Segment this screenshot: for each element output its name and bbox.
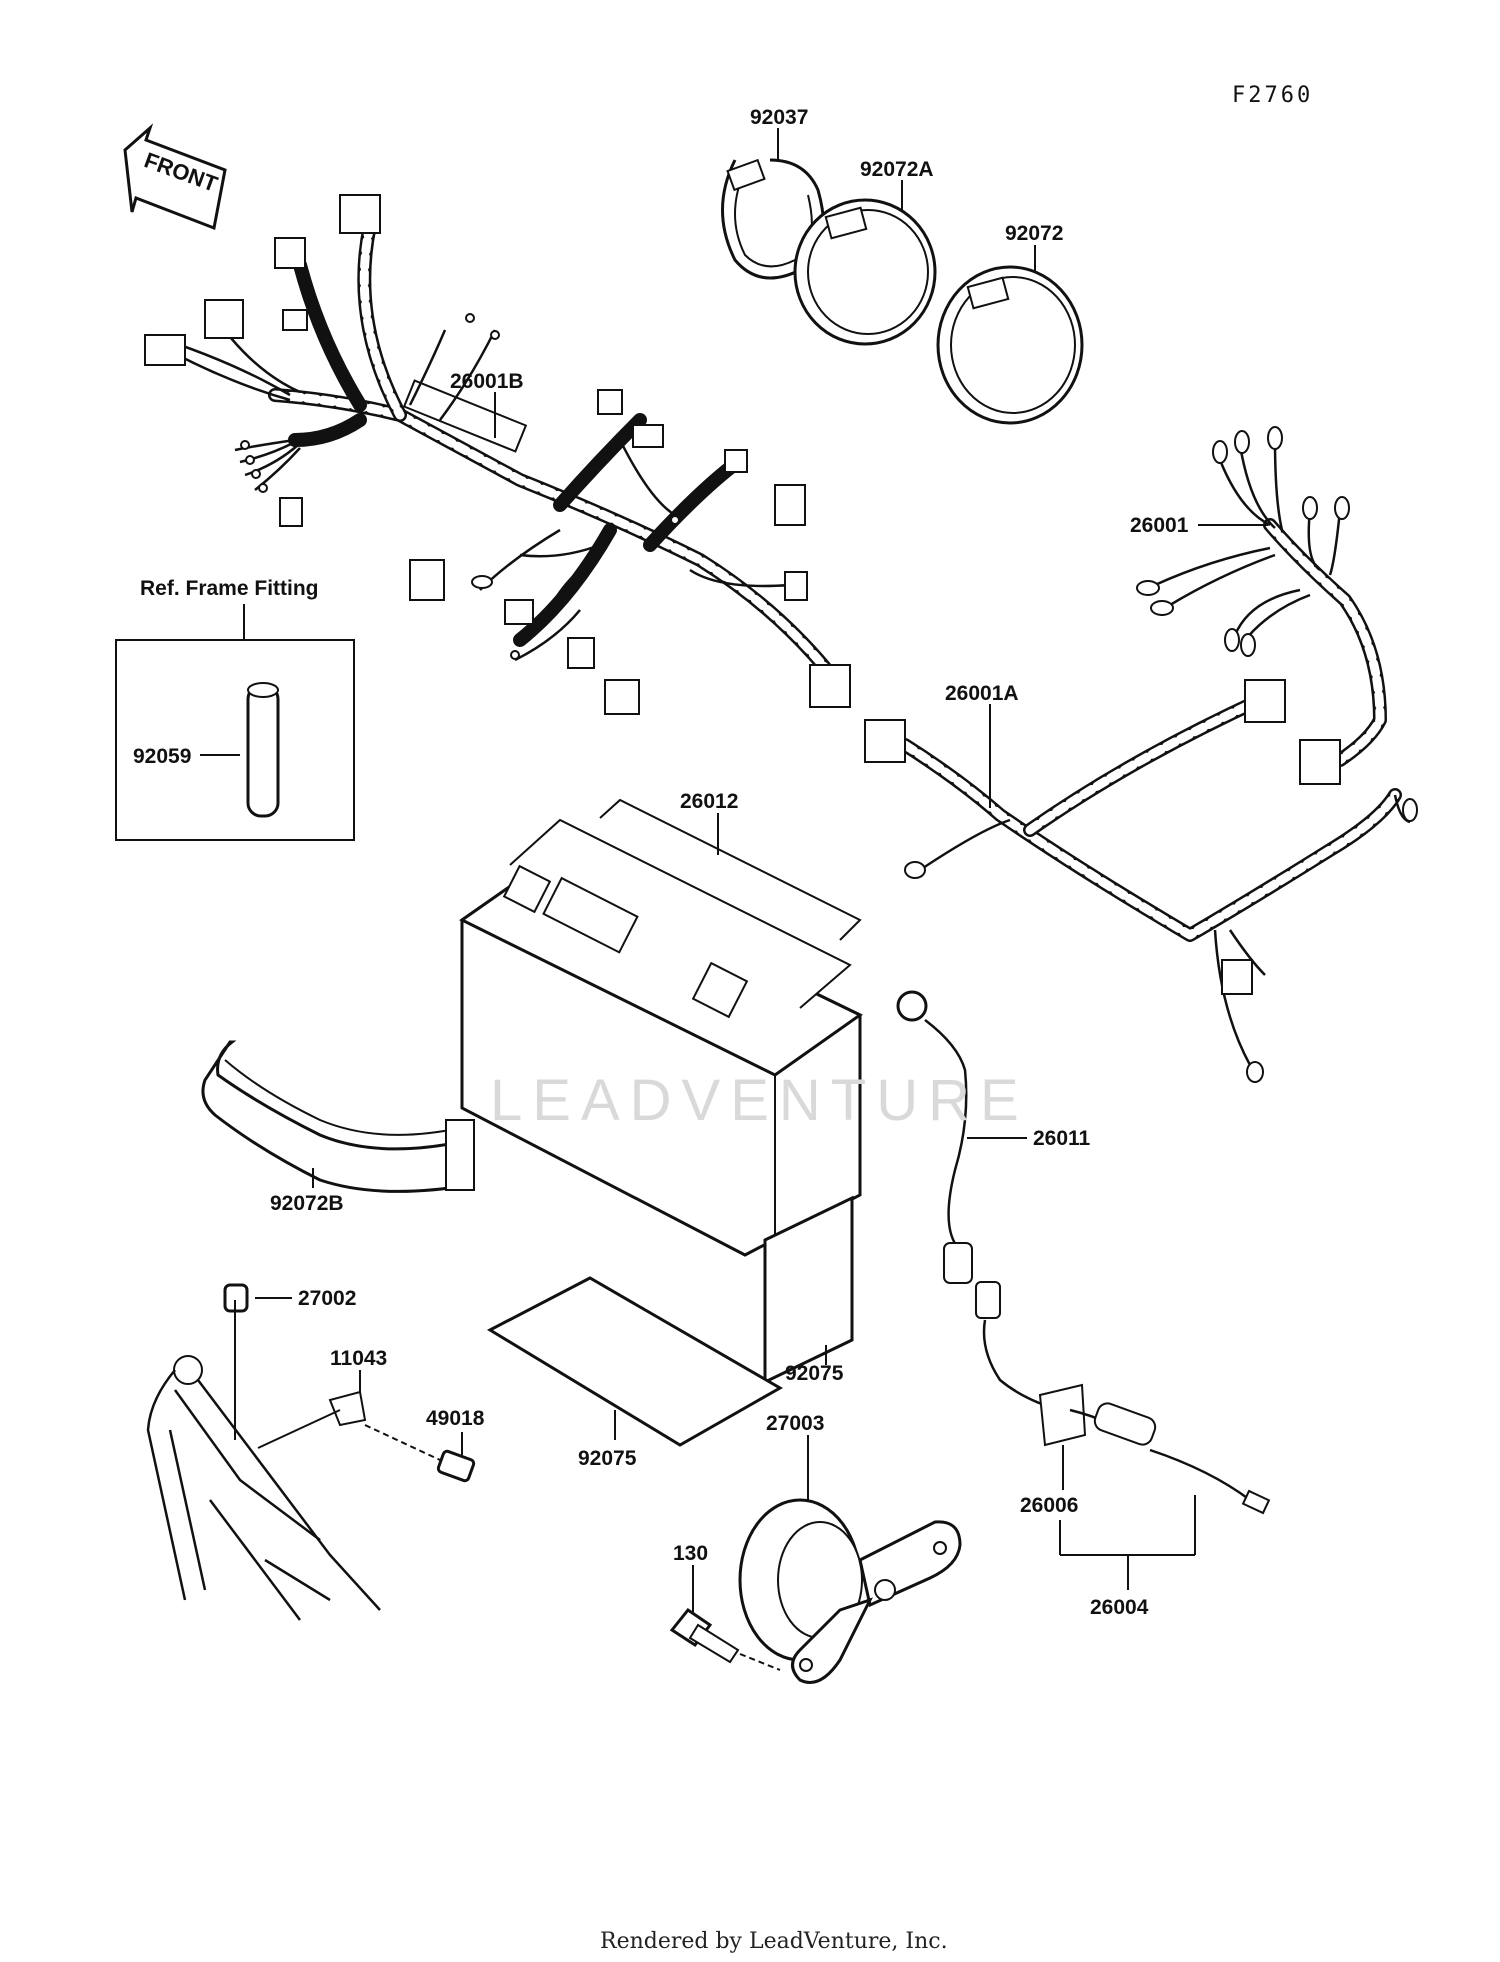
label-130: 130: [673, 1542, 708, 1565]
part-11043[interactable]: [328, 1390, 367, 1427]
label-49018: 49018: [426, 1407, 485, 1430]
front-arrow: FRONT: [123, 123, 227, 231]
frame: [146, 1355, 381, 1621]
label-26001: 26001: [1130, 514, 1189, 537]
label-11043: 11043: [330, 1347, 387, 1370]
watermark: LEADVENTURE: [490, 1068, 1029, 1133]
inset-title: Ref. Frame Fitting: [140, 577, 319, 600]
clamp-92037[interactable]: [721, 158, 826, 280]
label-26001a: 26001A: [945, 682, 1019, 705]
label-92072: 92072: [1005, 222, 1063, 245]
label-26011: 26011: [1033, 1127, 1091, 1150]
footer-credit: Rendered by LeadVenture, Inc.: [600, 1929, 948, 1954]
label-92059: 92059: [133, 745, 191, 768]
horn-27003[interactable]: [738, 1498, 962, 1684]
label-27003: 27003: [766, 1412, 824, 1435]
label-92037: 92037: [750, 106, 808, 129]
label-92072b: 92072B: [270, 1192, 344, 1215]
label-26001b: 26001B: [450, 370, 524, 393]
part-49018[interactable]: [436, 1449, 476, 1483]
label-26012: 26012: [680, 790, 738, 813]
label-26004: 26004: [1090, 1596, 1149, 1619]
harness-26001a[interactable]: [864, 679, 1402, 1083]
inset-ref-frame-fitting: Ref. Frame Fitting: [115, 577, 355, 841]
clamp-92072[interactable]: [936, 265, 1084, 425]
label-26006: 26006: [1020, 1494, 1078, 1517]
label-92072a: 92072A: [860, 158, 934, 181]
cable-26011[interactable]: [896, 990, 1081, 1417]
figure-id: F2760: [1232, 83, 1313, 108]
battery-strap-92072b[interactable]: [201, 1040, 475, 1193]
clamp-92072a[interactable]: [793, 198, 937, 346]
pad-92075-upright[interactable]: [763, 1195, 854, 1385]
label-27002: 27002: [298, 1287, 356, 1310]
leader-lines: [200, 128, 1268, 1612]
pad-92075-flat[interactable]: [486, 1276, 784, 1447]
part-labels: 92037 92072A 92072 26001B 26001 26001A 9…: [133, 106, 1189, 1619]
cable-26006[interactable]: [1038, 1383, 1271, 1515]
harness-26001[interactable]: [1136, 426, 1418, 824]
label-92075-flat: 92075: [578, 1447, 637, 1470]
battery-26012[interactable]: [459, 798, 863, 1257]
bolt-130[interactable]: [669, 1607, 781, 1671]
harness-26001b[interactable]: [144, 194, 851, 715]
label-92075-upright: 92075: [785, 1362, 844, 1385]
